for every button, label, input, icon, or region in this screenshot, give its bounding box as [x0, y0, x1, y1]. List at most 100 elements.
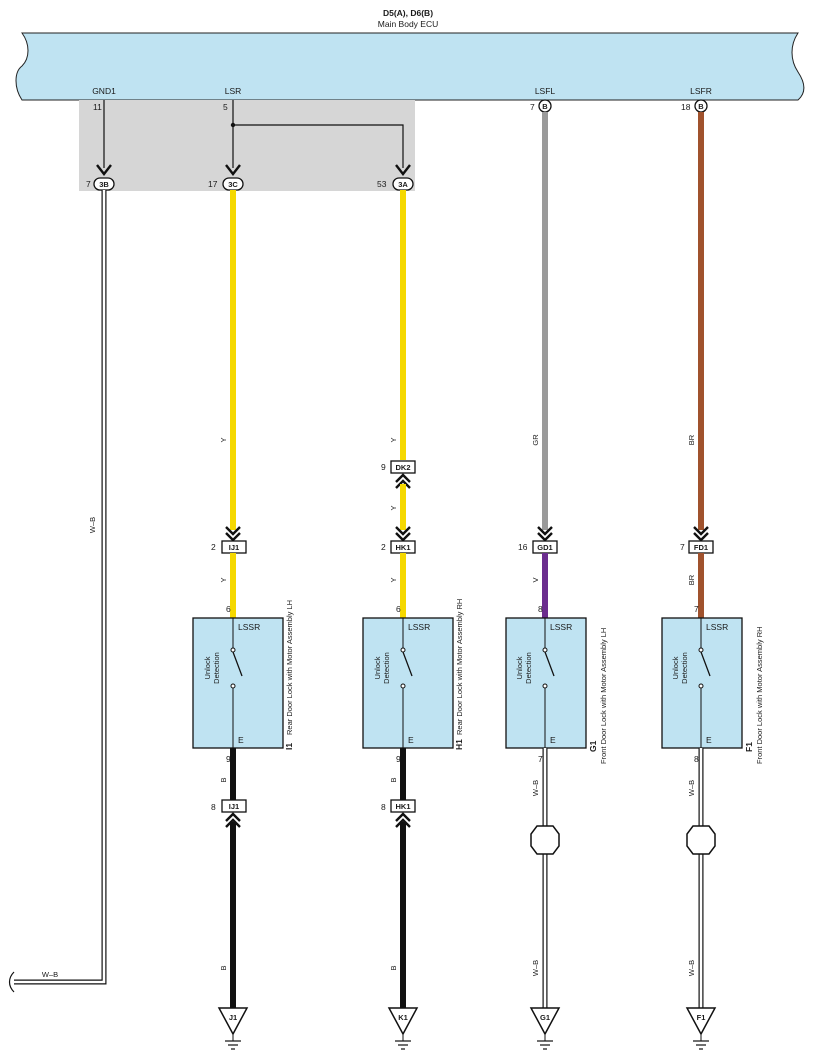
pin-bottom: 9 [226, 754, 231, 764]
term-top: LSSR [706, 622, 728, 632]
component-name: Front Door Lock with Motor Assembly LH [599, 628, 608, 764]
junction-wiring [103, 100, 404, 168]
pin-lsfr-num: 18 [681, 102, 691, 112]
pin-lsr-name: LSR [225, 86, 242, 96]
splice-octagon [530, 825, 560, 855]
inline-connector-id: IJ1 [229, 543, 239, 552]
pin-top: 6 [396, 604, 401, 614]
lsfl-connector-id: B [542, 102, 548, 111]
pin-bottom: 7 [538, 754, 543, 764]
component-code: I1 [284, 743, 294, 750]
wire-color-label: B [219, 965, 228, 970]
component-code: G1 [588, 740, 598, 752]
inline-connector-dk2 [390, 460, 416, 474]
component-name: Rear Door Lock with Motor Assembly LH [285, 600, 294, 735]
ground-symbol [387, 1007, 419, 1036]
component-name: Front Door Lock with Motor Assembly RH [755, 626, 764, 764]
component-code: H1 [454, 739, 464, 750]
inline-connector-id: GD1 [537, 543, 552, 552]
jc2-num: 17 [208, 179, 218, 189]
inline-connector-num: 9 [381, 462, 386, 472]
ecu-name: Main Body ECU [378, 19, 438, 29]
switch-label: Unlock [373, 656, 382, 679]
inline-connector-num: 2 [381, 542, 386, 552]
term-top: LSSR [238, 622, 260, 632]
term-top: LSSR [550, 622, 572, 632]
pin-lsfl-num: 7 [530, 102, 535, 112]
wire-color-label: Y [389, 505, 398, 510]
jc1-id: 3B [99, 180, 109, 189]
gnd-wire [8, 190, 107, 993]
wire-color-label: W–B [531, 780, 540, 796]
jc3-id: 3A [398, 180, 408, 189]
wire-color-label: W–B [531, 960, 540, 976]
inline-connector-ij1 [221, 799, 247, 813]
ground-id: G1 [540, 1013, 550, 1022]
wire-color-label: Y [219, 577, 228, 582]
pin-top: 8 [538, 604, 543, 614]
branch-i1: Y 2 IJ1 Y 6 LSSR E Unlock Detection I1 R… [192, 190, 294, 1050]
pin-lsr-num: 5 [223, 102, 228, 112]
term-bottom: E [550, 735, 556, 745]
component-name: Rear Door Lock with Motor Assembly RH [455, 599, 464, 735]
component-box [661, 617, 743, 749]
term-bottom: E [238, 735, 244, 745]
wire-color-label: GR [531, 434, 540, 446]
inline-connector-id: FD1 [694, 543, 708, 552]
term-bottom: E [706, 735, 712, 745]
splice-octagon [686, 825, 716, 855]
pin-top: 7 [694, 604, 699, 614]
switch-label: Unlock [203, 656, 212, 679]
gnd-wire-color: W–B [88, 517, 97, 533]
wire-color-label: Y [219, 437, 228, 442]
switch-label: Unlock [515, 656, 524, 679]
pin-lsfl-name: LSFL [535, 86, 556, 96]
switch-label: Detection [524, 652, 533, 684]
gnd-wire-color-bottom: W–B [42, 970, 58, 979]
ground-id: F1 [697, 1013, 706, 1022]
component-code: F1 [744, 742, 754, 752]
term-bottom: E [408, 735, 414, 745]
component-box [505, 617, 587, 749]
branch-g1: GR 16 GD1 V 8 LSSR E Unlock Detection G1… [505, 112, 608, 1050]
pin-top: 6 [226, 604, 231, 614]
junction-block [79, 100, 415, 191]
splice-dot [230, 122, 236, 128]
wire-color-label: Y [389, 577, 398, 582]
switch-label: Detection [680, 652, 689, 684]
inline-connector-num: 8 [381, 802, 386, 812]
inline-connector-id: HK1 [395, 543, 410, 552]
inline-connector-id: IJ1 [229, 802, 239, 811]
wire-color-label: V [531, 577, 540, 582]
switch-label: Detection [212, 652, 221, 684]
wire-color-label: BR [687, 574, 696, 585]
component-box [362, 617, 454, 749]
inline-connector-num: 7 [680, 542, 685, 552]
ground-symbol [217, 1007, 249, 1036]
wire-color-label: W–B [687, 960, 696, 976]
switch-label: Unlock [671, 656, 680, 679]
pin-bottom: 8 [694, 754, 699, 764]
ground-symbol [685, 1007, 717, 1036]
jc2-id: 3C [228, 180, 238, 189]
inline-connector-num: 16 [518, 542, 528, 552]
inline-connector-num: 8 [211, 802, 216, 812]
jc3-num: 53 [377, 179, 387, 189]
ground-symbol [529, 1007, 561, 1036]
pin-gnd1-name: GND1 [92, 86, 116, 96]
ground-id: J1 [229, 1013, 237, 1022]
branch-f1: BR 7 FD1 BR 7 LSSR E Unlock Detection F1… [661, 112, 764, 1050]
inline-connector-hk1 [390, 799, 416, 813]
arrow-3c [225, 164, 241, 176]
wire-color-label: Y [389, 437, 398, 442]
wire-color-label: B [219, 777, 228, 782]
wire-color-label: BR [687, 434, 696, 445]
pin-gnd1-num: 11 [93, 102, 102, 112]
jc1-num: 7 [86, 179, 91, 189]
inline-connector-id: DK2 [395, 463, 410, 472]
wire-color-label: B [389, 965, 398, 970]
arrow-3a [395, 164, 411, 176]
wire-color-label: W–B [687, 780, 696, 796]
ecu-connectors: D5(A), D6(B) [383, 8, 433, 18]
arrow-3b [96, 164, 112, 176]
